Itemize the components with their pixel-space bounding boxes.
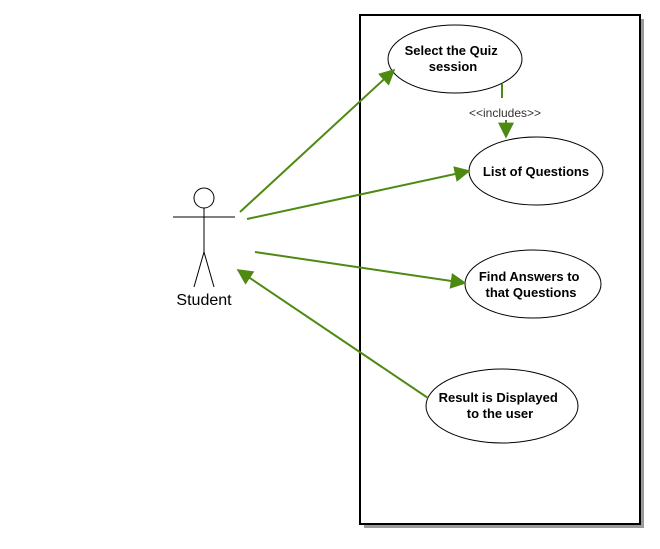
- use-case-label-line: List of Questions: [483, 164, 589, 179]
- svg-text:Select the Quiz session: Select the Quiz session: [405, 43, 502, 74]
- svg-text:Find Answers to that Que: Find Answers to that Questions: [479, 269, 583, 300]
- use-case-label-line: Select the Quiz: [405, 43, 499, 58]
- use-case-label-line: to the user: [467, 406, 533, 421]
- use-case-label-line: session: [429, 59, 477, 74]
- svg-text:List of Questions: List of Questions: [483, 164, 589, 179]
- association-arrow-student-to-select-quiz: [239, 68, 396, 213]
- use-case-label-line: that Questions: [485, 285, 576, 300]
- actor-right-leg: [203, 251, 215, 288]
- use-case-ellipse: [387, 24, 523, 94]
- association-arrow-result-to-student: [236, 269, 429, 399]
- svg-text:Result is Displayed to t: Result is Displayed to the user: [439, 390, 562, 421]
- use-case-list-of-questions[interactable]: List of Questions: [468, 136, 604, 206]
- use-case-ellipse: [464, 249, 602, 319]
- use-case-ellipse: [425, 368, 579, 444]
- use-case-result-displayed[interactable]: Result is Displayed to the user: [425, 368, 579, 444]
- actor-left-leg: [193, 251, 205, 288]
- actor-label: Student: [176, 292, 232, 309]
- actor-student[interactable]: Student: [173, 187, 235, 309]
- include-label: <<includes>>: [469, 106, 541, 120]
- use-case-find-answers[interactable]: Find Answers to that Questions: [464, 249, 602, 319]
- use-case-label-line: Result is Displayed: [439, 390, 558, 405]
- association-arrow-student-to-find-answers: [254, 251, 467, 289]
- association-arrow-student-to-list-questions: [246, 166, 471, 220]
- actor-head: [193, 187, 215, 209]
- use-case-select-quiz-session[interactable]: Select the Quiz session: [387, 24, 523, 94]
- use-case-label-line: Find Answers to: [479, 269, 580, 284]
